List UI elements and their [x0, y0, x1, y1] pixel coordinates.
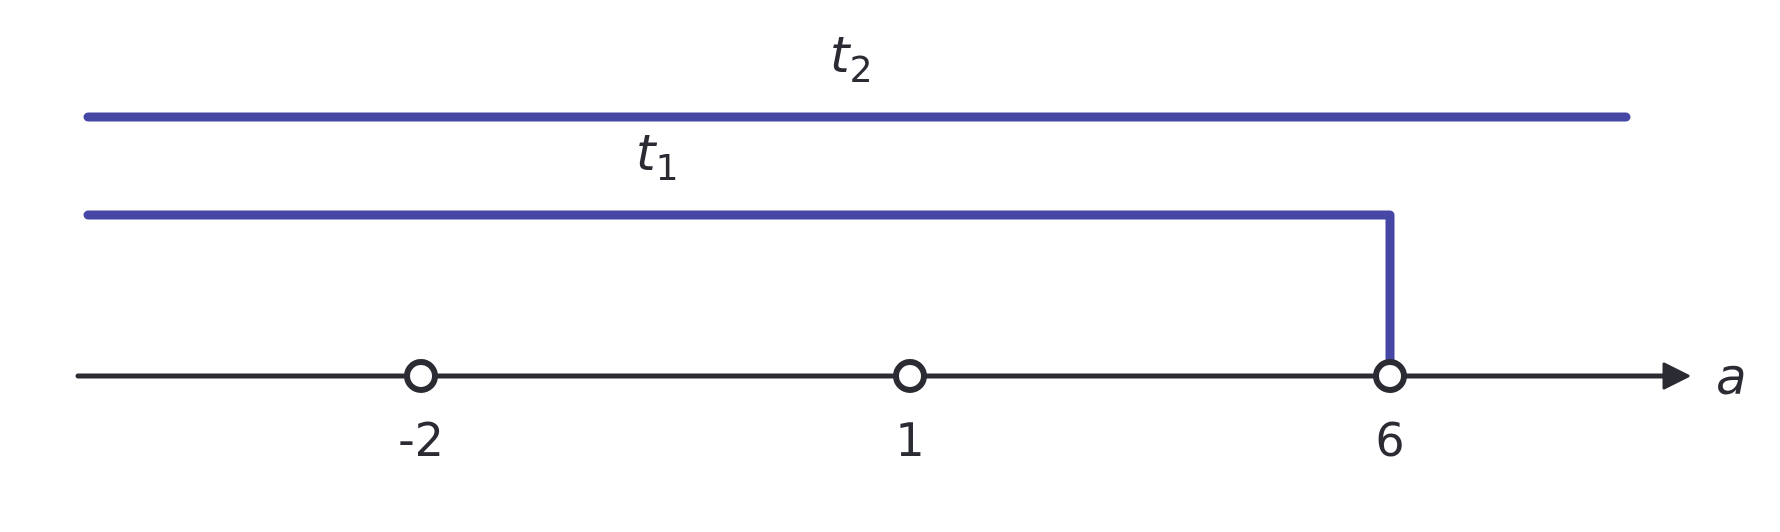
open-point-neg2 — [404, 359, 438, 393]
open-point-6 — [1373, 359, 1407, 393]
open-point-1 — [893, 359, 927, 393]
tick-label-1: 1 — [895, 413, 924, 467]
range-label-t2: t2 — [830, 26, 873, 91]
tick-label-neg2: -2 — [398, 413, 444, 467]
range-label-t1-subscript: 1 — [656, 148, 679, 189]
axis-arrow-head — [1662, 362, 1690, 390]
axis-variable-label: a — [1716, 348, 1747, 406]
range-line-t1 — [83, 210, 1395, 367]
range-label-t1: t1 — [636, 124, 679, 189]
tick-label-6: 6 — [1375, 413, 1404, 467]
range-label-t2-subscript: 2 — [850, 50, 873, 91]
